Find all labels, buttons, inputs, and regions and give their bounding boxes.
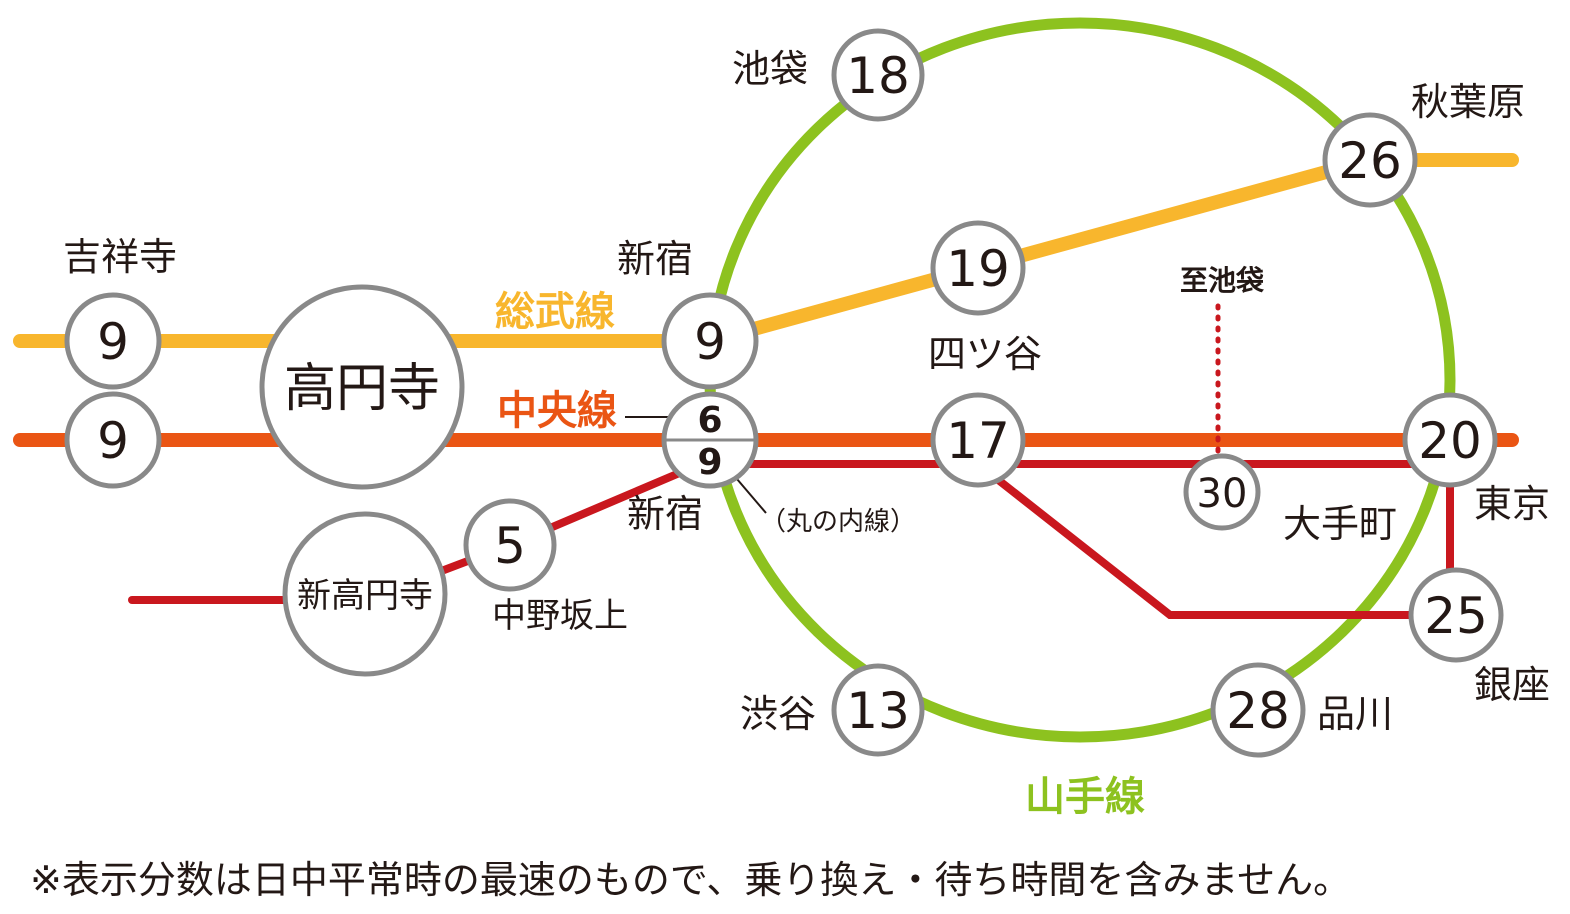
shinjuku-marunouchi-minutes: 9	[697, 442, 722, 483]
shibuya-minutes: 13	[846, 682, 910, 740]
marunouchi-line-label: （丸の内線）	[760, 507, 916, 537]
otemachi-minutes: 30	[1197, 471, 1248, 517]
shinkoenji-label: 新高円寺	[297, 576, 433, 616]
koenji-label: 高円寺	[284, 359, 440, 419]
shinjuku-chuo-minutes: 6	[697, 400, 722, 441]
shinagawa-circle	[1210, 662, 1306, 758]
ginza-label: 銀座	[1474, 663, 1550, 707]
yotsuya-chuo-circle	[930, 392, 1026, 488]
yamanote-line-label: 山手線	[1025, 774, 1145, 820]
ikebukuro-direction-label: 至池袋	[1180, 264, 1265, 297]
tokyo-label: 東京	[1474, 482, 1550, 526]
shinjuku-label-bottom: 新宿	[627, 492, 703, 536]
nakanosakaue-label: 中野坂上	[492, 596, 628, 636]
koenji-circle	[259, 284, 465, 490]
shinjuku-sobu-circle	[661, 292, 759, 390]
shinkoenji-circle	[282, 511, 448, 677]
kichijoji-chuo-minutes: 9	[97, 412, 129, 470]
kichijoji-sobu-circle	[64, 292, 162, 390]
ginza-circle	[1408, 567, 1504, 663]
otemachi-label: 大手町	[1283, 502, 1397, 546]
yotsuya-chuo-minutes: 17	[946, 412, 1010, 470]
ikebukuro-label: 池袋	[732, 47, 808, 91]
akihabara-label: 秋葉原	[1411, 80, 1525, 124]
kichijoji-chuo-circle	[64, 391, 162, 489]
footnote: ※表示分数は日中平常時の最速のもので、乗り換え・待ち時間を含みません。	[30, 858, 1352, 902]
marunouchi-line-ginza	[975, 460, 1456, 619]
akihabara-circle	[1322, 112, 1418, 208]
tokyo-circle	[1402, 392, 1498, 488]
yotsuya-label: 四ツ谷	[928, 332, 1042, 376]
shibuya-circle	[831, 663, 925, 757]
shinjuku-label-top: 新宿	[617, 237, 693, 281]
yotsuya-sobu-circle	[930, 220, 1026, 316]
kichijoji-label: 吉祥寺	[63, 235, 177, 279]
shinagawa-minutes: 28	[1226, 682, 1290, 740]
akihabara-minutes: 26	[1338, 132, 1402, 190]
shibuya-label: 渋谷	[740, 692, 816, 736]
ikebukuro-circle	[831, 28, 925, 122]
chuo-line-label: 中央線	[497, 388, 617, 434]
nakanosakaue-circle	[463, 498, 557, 592]
sobu-line-label: 総武線	[495, 289, 615, 335]
nakanosakaue-minutes: 5	[494, 517, 526, 575]
yotsuya-sobu-minutes: 19	[946, 240, 1010, 298]
otemachi-circle	[1183, 453, 1261, 531]
ikebukuro-minutes: 18	[846, 47, 910, 105]
tokyo-minutes: 20	[1418, 412, 1482, 470]
shinjuku-sobu-minutes: 9	[694, 313, 726, 371]
kichijoji-sobu-minutes: 9	[97, 313, 129, 371]
ginza-minutes: 25	[1424, 587, 1488, 645]
shinagawa-label: 品川	[1317, 692, 1393, 736]
